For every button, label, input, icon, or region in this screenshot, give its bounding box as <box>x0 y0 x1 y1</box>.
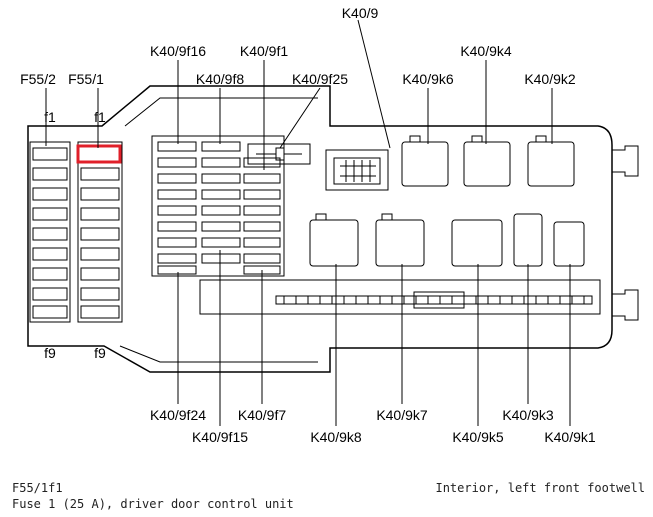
label-f55-2: F55/2 <box>20 71 56 87</box>
label-k40-9f7: K40/9f7 <box>238 407 286 423</box>
relay-k40-9k3 <box>513 213 543 267</box>
caption-location: Interior, left front footwell <box>435 481 645 495</box>
label-k40-9: K40/9 <box>342 5 379 21</box>
label-k40-9k4: K40/9k4 <box>460 43 512 59</box>
component-labels: K40/9 K40/9f16 K40/9f1 K40/9k4 F55/2 F55… <box>20 5 596 445</box>
label-k40-9f1: K40/9f1 <box>240 43 288 59</box>
label-k40-9k6: K40/9k6 <box>402 71 454 87</box>
relay-k40-9k5 <box>451 219 503 267</box>
relay-k40-9k7 <box>375 213 425 267</box>
relay-k40-9k8 <box>309 213 359 267</box>
fuse-box-diagram: K40/9 K40/9f16 K40/9f1 K40/9k4 F55/2 F55… <box>20 5 639 445</box>
fuse-box-housing <box>27 85 639 373</box>
fuse-strip-f55-2 <box>29 141 71 323</box>
label-f55-1: F55/1 <box>68 71 104 87</box>
caption-component-code: F55/1f1 <box>12 481 63 495</box>
caption-description: Fuse 1 (25 A), driver door control unit <box>12 497 294 511</box>
fuse-strip-f55-1 <box>77 141 123 323</box>
relay-k40-9k4 <box>463 135 511 187</box>
relay-k40-9k2 <box>527 135 575 187</box>
connector-k40-9 <box>325 149 389 191</box>
relay-k40-9k1 <box>553 221 585 267</box>
label-f55-1-f1: f1 <box>94 109 106 125</box>
highlighted-fuse-f55-1-f1 <box>76 144 122 164</box>
label-k40-9f16: K40/9f16 <box>150 43 206 59</box>
label-k40-9f8: K40/9f8 <box>196 71 244 87</box>
label-k40-9k1: K40/9k1 <box>544 429 596 445</box>
diode-k40-9f25 <box>247 143 311 165</box>
label-k40-9k8: K40/9k8 <box>310 429 362 445</box>
label-f55-2-f9: f9 <box>44 345 56 361</box>
label-k40-9k5: K40/9k5 <box>452 429 504 445</box>
label-k40-9k3: K40/9k3 <box>502 407 554 423</box>
label-f55-1-f9: f9 <box>94 345 106 361</box>
relay-k40-9k6 <box>401 135 449 187</box>
leader-lines <box>45 19 571 426</box>
terminal-strip <box>199 279 601 315</box>
fuse-grid <box>157 141 281 275</box>
label-k40-9f15: K40/9f15 <box>192 429 248 445</box>
label-k40-9k2: K40/9k2 <box>524 71 576 87</box>
label-k40-9f25: K40/9f25 <box>292 71 348 87</box>
label-k40-9f24: K40/9f24 <box>150 407 206 423</box>
label-k40-9k7: K40/9k7 <box>376 407 428 423</box>
fuse-block-k40-9 <box>151 135 285 277</box>
label-f55-2-f1: f1 <box>44 109 56 125</box>
